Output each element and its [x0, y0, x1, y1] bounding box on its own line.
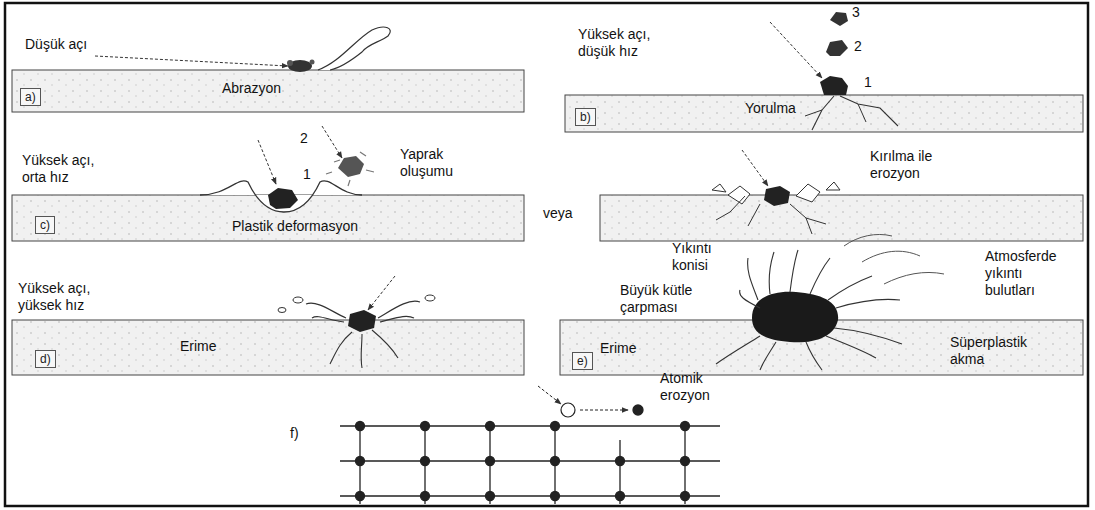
panel-tag-text: e) [577, 354, 588, 368]
lattice-atom [356, 492, 365, 501]
panel-tag: f) [290, 425, 299, 442]
feature-name: Atmosferde yıkıntı bulutları [985, 248, 1075, 299]
panel-b-art [565, 12, 1083, 132]
lattice-atom [551, 457, 560, 466]
mechanism-name: Atomik erozyon [660, 370, 740, 404]
panel-tag-text: a) [25, 90, 36, 104]
panel-tag: c) [35, 216, 55, 234]
mechanism-name: Kırılma ile erozyon [870, 148, 955, 182]
callout-number: 2 [854, 38, 862, 55]
lattice-atom [356, 422, 365, 431]
mechanism-name: Yaprak oluşumu [400, 146, 470, 180]
panel-tag: d) [35, 350, 56, 368]
mechanism-name: Erime [180, 338, 217, 355]
feature-name: Büyük kütle çarpması [620, 282, 710, 316]
panel-f-lattice [340, 386, 720, 504]
feature-name: Yıkıntı konisi [672, 240, 742, 274]
outer-frame [5, 3, 1088, 506]
lattice-atom [421, 457, 430, 466]
panel-a-art [12, 27, 524, 112]
callout-number: 1 [303, 166, 311, 183]
panel-c-art [12, 126, 524, 241]
lattice-atom [356, 457, 365, 466]
lattice-atom [421, 422, 430, 431]
panel-tag: b) [575, 108, 596, 126]
mechanism-name: Plastik deformasyon [232, 218, 358, 235]
angle-speed-note: Yüksek açı, düşük hız [578, 26, 678, 60]
mechanism-name: Abrazyon [222, 80, 281, 97]
lattice-atom [616, 492, 625, 501]
angle-speed-note: Yüksek açı, orta hız [22, 152, 117, 186]
angle-note: Düşük açı [25, 36, 87, 53]
panel-tag: a) [20, 88, 41, 106]
lattice-atom [551, 492, 560, 501]
lattice-atom [681, 422, 690, 431]
angle-speed-note: Yüksek açı, yüksek hız [18, 280, 118, 314]
lattice-atom [551, 422, 560, 431]
lattice-atom [421, 492, 430, 501]
mechanism-name: Süperplastik akma [950, 334, 1050, 368]
panel-e-art [560, 234, 1083, 375]
mechanism-name: Yorulma [745, 100, 796, 117]
panel-tag: e) [572, 352, 593, 370]
lattice-atom [486, 492, 495, 501]
lattice-atom [616, 457, 625, 466]
callout-number: 1 [864, 74, 872, 91]
panel-tag-text: b) [580, 110, 591, 124]
panel-c-fracture-art [600, 150, 1083, 241]
callout-number: 2 [300, 130, 308, 147]
mechanism-name: Erime [600, 340, 637, 357]
panel-d-art [12, 276, 524, 375]
lattice-atom [681, 457, 690, 466]
callout-number: 3 [852, 4, 860, 21]
connector-word: veya [543, 205, 573, 222]
lattice-atom [486, 457, 495, 466]
panel-tag-text: d) [40, 352, 51, 366]
lattice-atom [486, 422, 495, 431]
panel-tag-text: c) [40, 218, 50, 232]
lattice-atom [681, 492, 690, 501]
